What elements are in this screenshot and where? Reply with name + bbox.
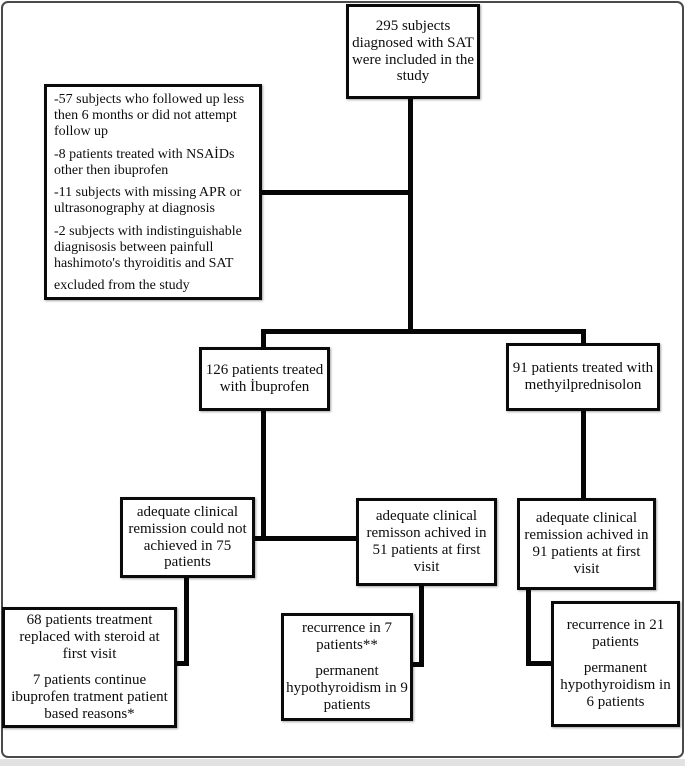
node-text: recurrence in 21 patients (566, 617, 665, 651)
node-text: permanent hypothyroidism in 9 patients (286, 663, 408, 713)
node-text: adequate clinical remisson achived in 51… (366, 508, 487, 575)
node-text: 126 patients treated with İbuprofen (205, 362, 324, 395)
node-text: permanent hypothyroidism in 6 patients (560, 660, 671, 710)
node-no-remission: adequate clinical remission could not ac… (120, 497, 255, 578)
connector-arm-split-right-drop (581, 329, 586, 345)
connector-remission91-elbow-v (526, 588, 531, 666)
connector-no-remission-elbow-v (184, 576, 189, 666)
node-text: 68 patients treatment replaced with ster… (19, 612, 160, 663)
node-text: -8 patients treated with NSAİDs other th… (54, 146, 235, 178)
node-steroid-arm: 91 patients treated with methyilpredniso… (506, 343, 660, 411)
node-text: -11 subjects with missing APR or ultraso… (54, 185, 242, 217)
connector-ibuprofen-down (261, 409, 266, 541)
connector-remission51-elbow-v (419, 584, 424, 667)
node-recurrence-21: recurrence in 21 patients permanent hypo… (551, 601, 680, 727)
connector-no-remission-elbow-h (175, 661, 189, 666)
connector-remission51-elbow-h (411, 662, 424, 667)
node-text: 295 subjects diagnosed with SAT were inc… (351, 17, 475, 85)
node-text: adequate clinical remission achived in 9… (524, 510, 649, 577)
node-recurrence-7: recurrence in 7 patients** permanent hyp… (281, 613, 413, 721)
connector-exclusions-branch (260, 190, 410, 195)
node-text: recurrence in 7 patients** (302, 620, 392, 654)
node-steroid-switch: 68 patients treatment replaced with ster… (2, 607, 177, 728)
node-text: -2 subjects with indistinguishable diagn… (54, 223, 242, 272)
node-remission-91: adequate clinical remission achived in 9… (517, 498, 656, 590)
connector-remission-junction (252, 536, 358, 541)
connector-included-down (408, 97, 413, 334)
node-ibuprofen-arm: 126 patients treated with İbuprofen (199, 347, 330, 411)
node-text: adequate clinical remission could not ac… (128, 503, 247, 571)
node-text: excluded from the study (54, 278, 190, 294)
node-text: -57 subjects who followed up less then 6… (54, 92, 245, 140)
connector-arm-split-left-drop (261, 329, 266, 349)
connector-arm-split (261, 329, 586, 334)
figure-caption-strip (0, 759, 685, 766)
node-included: 295 subjects diagnosed with SAT were inc… (346, 4, 480, 99)
node-text: 91 patients treated with methyilpredniso… (512, 360, 654, 393)
connector-steroid-down (581, 409, 586, 500)
node-exclusions: -57 subjects who followed up less then 6… (44, 84, 262, 300)
node-text: 7 patients continue ibuprofen tratment p… (11, 672, 168, 722)
node-remission-51: adequate clinical remisson achived in 51… (356, 498, 497, 586)
connector-remission91-elbow-h (526, 661, 553, 666)
